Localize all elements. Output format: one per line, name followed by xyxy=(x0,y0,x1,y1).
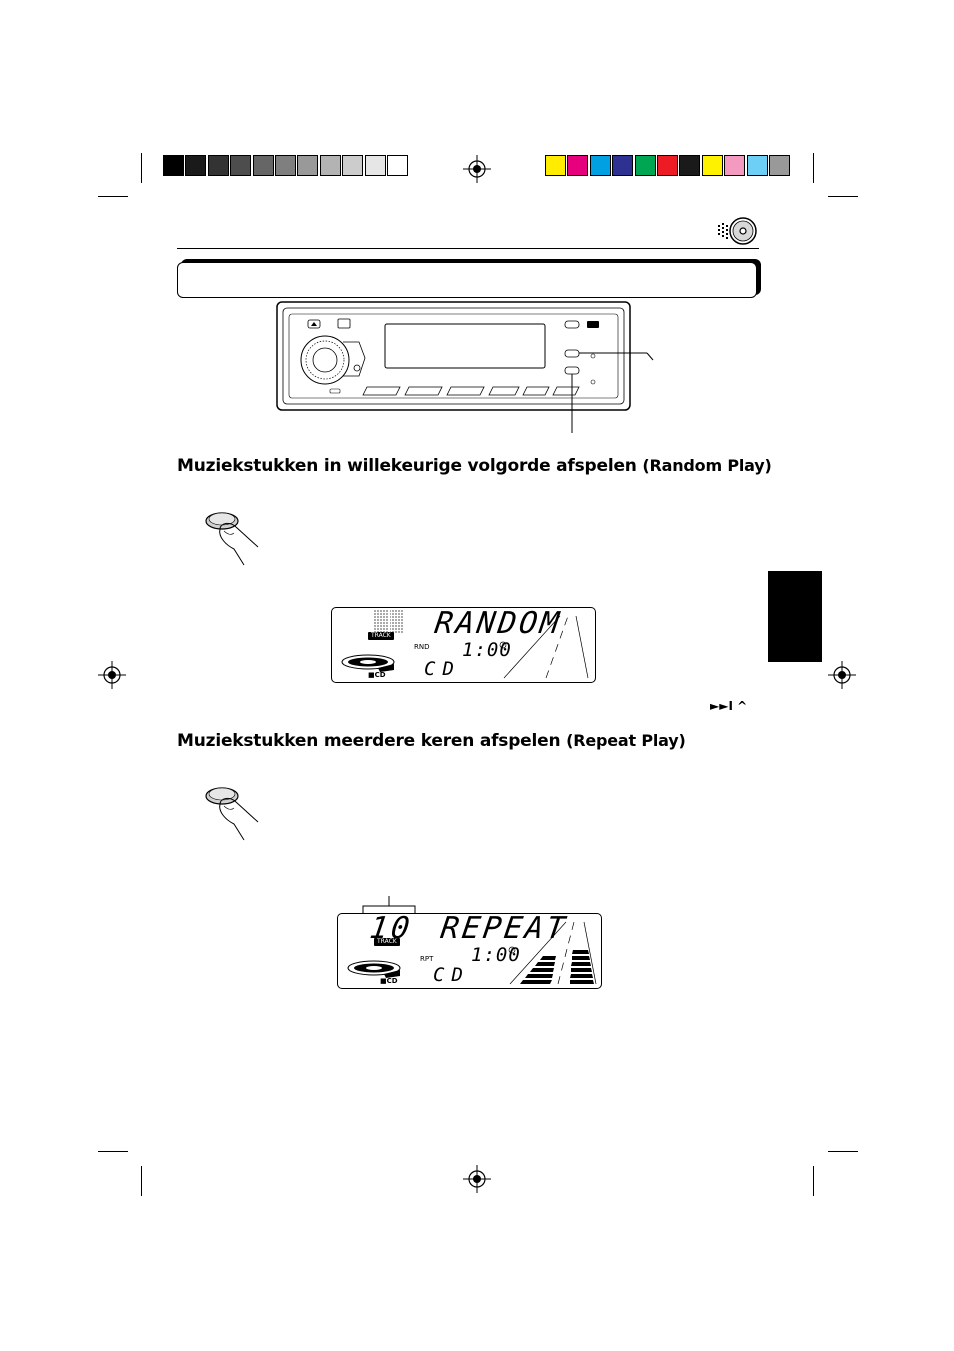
track-digit-grid-icon xyxy=(374,610,404,634)
gray-swatch xyxy=(185,155,207,176)
crop-mark xyxy=(813,153,814,183)
continue-next-icon: ►►I ^ xyxy=(710,699,748,713)
repeat-play-heading: Muziekstukken meerdere keren afspelen (R… xyxy=(177,731,686,751)
lcd-display-random: TRACK RANDOM 1:00 RND CD ■CD xyxy=(331,606,596,683)
color-swatch xyxy=(657,155,678,176)
random-play-heading-text: Muziekstukken in willekeurige volgorde a… xyxy=(177,456,637,476)
cd-label: ■CD xyxy=(380,977,398,985)
registration-target-icon xyxy=(828,661,856,689)
gray-swatch xyxy=(297,155,319,176)
repeat-play-heading-paren: (Repeat Play) xyxy=(566,731,686,750)
gray-swatch xyxy=(275,155,296,176)
color-swatch xyxy=(634,155,656,176)
crop-mark xyxy=(828,1151,858,1152)
color-swatch xyxy=(701,155,723,176)
gray-swatch xyxy=(387,155,408,176)
finger-press-button-icon xyxy=(205,787,259,841)
color-swatch xyxy=(545,155,566,176)
gray-swatch xyxy=(207,155,229,176)
crop-mark xyxy=(98,1151,128,1152)
lcd-time: 1:00 xyxy=(462,639,512,661)
header-rule xyxy=(177,248,759,249)
crop-mark xyxy=(141,1166,142,1196)
track-bracket-callout xyxy=(362,896,416,914)
track-badge: TRACK xyxy=(374,938,400,946)
registration-target-icon xyxy=(463,155,491,183)
color-swatch xyxy=(724,155,746,176)
color-swatch xyxy=(589,155,611,176)
gray-swatch xyxy=(319,155,341,176)
crop-mark xyxy=(813,1166,814,1196)
color-swatch xyxy=(567,155,589,176)
random-play-heading-paren: (Random Play) xyxy=(642,456,772,475)
clock-icon xyxy=(499,641,507,649)
registration-target-icon xyxy=(463,1165,491,1193)
lcd-source: CD xyxy=(424,658,461,680)
level-meter-graphic xyxy=(509,921,597,985)
random-play-heading: Muziekstukken in willekeurige volgorde a… xyxy=(177,456,772,476)
color-swatch xyxy=(746,155,768,176)
section-title-box xyxy=(177,262,757,298)
lcd-source: CD xyxy=(433,964,470,986)
lcd-indicator: RND xyxy=(414,643,430,651)
color-swatch xyxy=(612,155,634,176)
lcd-time: 1:00 xyxy=(471,944,521,966)
registration-target-icon xyxy=(98,661,126,689)
color-swatch xyxy=(769,155,790,176)
gray-swatch xyxy=(342,155,364,176)
cd-disc-graphic-icon xyxy=(347,960,401,978)
gray-swatch xyxy=(252,155,274,176)
crop-mark xyxy=(98,196,128,197)
finger-press-button-icon xyxy=(205,512,259,566)
level-meter-graphic xyxy=(503,615,589,679)
gray-swatch xyxy=(364,155,386,176)
car-stereo-faceplate-illustration xyxy=(276,301,654,433)
lcd-display-repeat: 10 TRACK REPEAT 1:00 RPT CD ■CD xyxy=(337,911,602,989)
clock-icon xyxy=(508,946,516,954)
crop-mark xyxy=(828,196,858,197)
gray-swatch xyxy=(230,155,252,176)
gray-swatch xyxy=(163,155,184,176)
lcd-indicator: RPT xyxy=(420,955,434,963)
cd-label: ■CD xyxy=(368,671,386,679)
language-side-tab xyxy=(768,571,822,662)
repeat-play-heading-text: Muziekstukken meerdere keren afspelen xyxy=(177,731,561,751)
cd-disc-graphic-icon xyxy=(341,654,395,672)
track-badge: TRACK xyxy=(368,632,394,640)
color-swatch xyxy=(679,155,701,176)
cd-disc-icon xyxy=(718,217,757,245)
crop-mark xyxy=(141,153,142,183)
